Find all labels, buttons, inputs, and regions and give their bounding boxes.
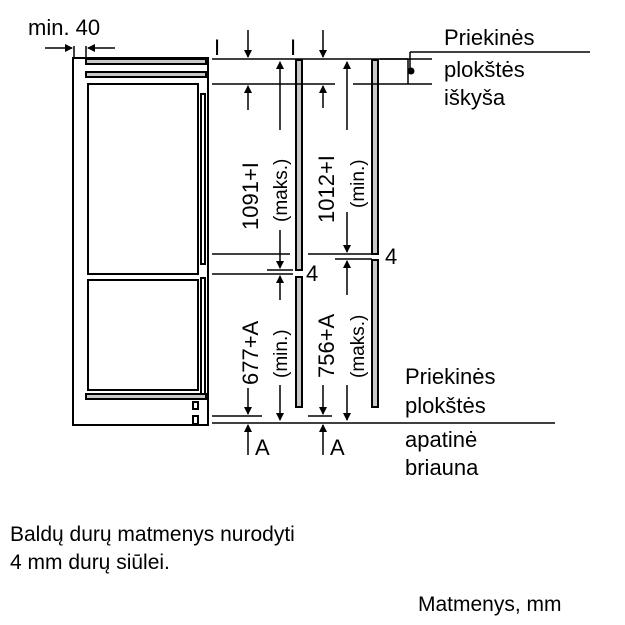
marker-i-1: I [214,35,220,60]
top-shelf [85,71,207,78]
note-line-1: Baldų durų matmenys nurodyti [10,523,295,546]
dim-756: 756+A [314,313,339,378]
bottom-panel [85,393,207,400]
cabinet-outline [72,57,209,426]
bottom-edge-label-2: plokštės [405,393,486,418]
dim-1091: 1091+I [238,162,263,230]
protrusion-label-1: Priekinės [444,25,534,50]
appliance-lower [87,279,199,391]
top-panel [85,58,207,65]
marker-a-2: A [330,435,345,460]
dim-1091-qualifier: (maks.) [271,159,292,222]
marker-a-1: A [255,435,270,460]
door-panel-lower-left [295,276,303,408]
bottom-edge-label-3: apatinė [405,427,477,452]
door-panel-upper-right [371,59,379,255]
dim-1012-qualifier: (min.) [348,159,369,208]
bottom-edge-label-1: Priekinės [405,364,495,389]
door-panel-upper-left [295,59,303,271]
foot-2 [192,415,199,425]
dim-677-qualifier: (min.) [271,329,292,378]
protrusion-label-3: iškyša [444,85,506,110]
protrusion-label-2: plokštės [444,57,525,82]
door-strip-lower [200,277,206,397]
appliance-upper [87,83,199,275]
door-strip-upper [200,93,206,265]
units-label: Matmenys, mm [418,593,562,616]
gap-label-right: 4 [385,244,397,269]
gap-label-left: 4 [306,261,318,286]
dim-1012: 1012+I [314,155,339,223]
leader-dot [407,67,415,75]
note-line-2: 4 mm durų siūlei. [10,551,170,574]
min-40-label: min. 40 [28,15,100,40]
door-panel-lower-right [371,259,379,408]
foot-1 [192,401,199,410]
dim-677: 677+A [238,320,263,385]
dim-756-qualifier: (maks.) [348,315,369,378]
bottom-edge-label-4: briauna [405,455,479,480]
marker-i-2: I [290,35,296,60]
